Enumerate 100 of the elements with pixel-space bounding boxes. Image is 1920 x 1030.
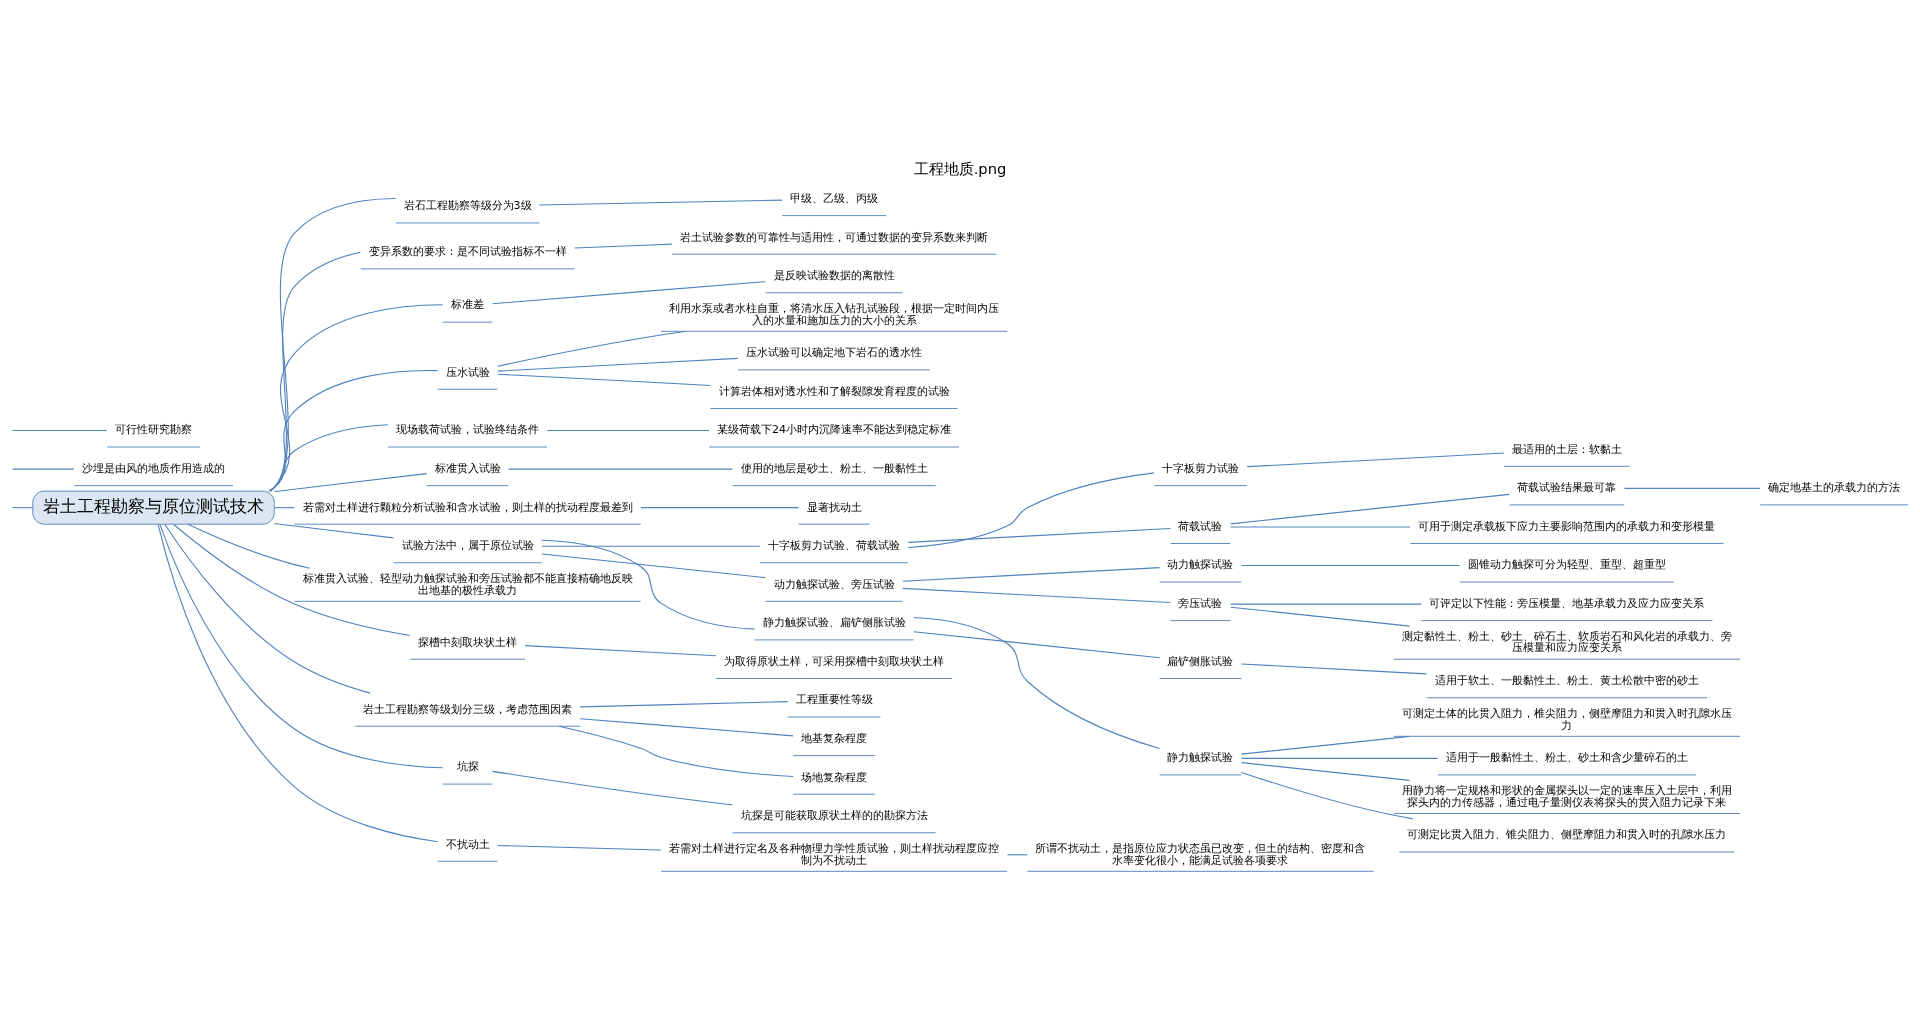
- connector: [172, 523, 411, 637]
- connector: [1230, 603, 1422, 605]
- connector: [1230, 526, 1411, 528]
- node-text: 测定黏性土、粉土、砂土、碎石土、软质岩石和风化岩的承载力、旁压模量和应力应变关系: [1401, 629, 1732, 655]
- connector: [12, 507, 34, 509]
- node-text: 岩土工程勘察等级划分三级，考虑范围因素: [363, 702, 573, 716]
- node-text: 适用于软土、一般黏性土、粉土、黄土松散中密的砂土: [1434, 674, 1699, 688]
- node-text: 为取得原状土样，可采用探槽中刻取块状土样: [724, 654, 945, 668]
- connector: [574, 243, 673, 249]
- connector: [558, 725, 794, 777]
- node-text: 若需对土样进行定名及各种物理力学性质试验，则土样扰动程度应控制为不扰动土: [669, 841, 1000, 867]
- connector: [491, 770, 733, 806]
- connector: [1246, 452, 1505, 468]
- connector: [497, 357, 739, 372]
- node-text: 用静力将一定规格和形状的金属探头以一定的速率压入土层中，利用探头内的力传感器，通过电子量测仪表将探头的贯入阻力记录下来: [1401, 783, 1732, 809]
- node-text: 计算岩体相对透水性和了解裂隙发育程度的试验: [718, 384, 950, 398]
- node-text: 不扰动土: [445, 837, 490, 851]
- node-text: 是反映试验数据的离散性: [773, 269, 895, 283]
- connector: [579, 718, 794, 737]
- node-text: 可行性研究勘察: [115, 423, 193, 437]
- node-text: 十字板剪力试验、荷载试验: [768, 539, 901, 553]
- node-text: 若需对土样进行颗粒分析试验和含水试验，则土样的扰动程度最差到: [302, 500, 633, 514]
- node-text: 最适用的土层：软黏土: [1511, 442, 1622, 456]
- node-text: 压水试验: [445, 365, 490, 379]
- connector: [274, 507, 295, 509]
- connector: [273, 522, 394, 539]
- connector: [164, 523, 371, 694]
- node-text: 标准贯入试验、轻型动力触探试验和旁压试验都不能直接精确地反映出地基的极性承载力: [302, 571, 633, 597]
- connector: [902, 567, 1161, 582]
- node-text: 标准差: [451, 298, 485, 312]
- node-text: 变异系数的要求：是不同试验指标不一样: [368, 245, 567, 259]
- connector: [579, 701, 789, 708]
- node-text: 适用于一般黏性土、粉土、砂土和含少量碎石的土: [1445, 751, 1688, 765]
- node-text: 场地复杂程度: [801, 770, 868, 784]
- connector: [1240, 663, 1428, 675]
- node-text: 所谓不扰动土，是指原位应力状态虽已改变，但土的结构、密度和含水率变化很小，能满足试验各项要求: [1035, 841, 1366, 867]
- node-text: 坑探: [456, 760, 479, 774]
- connector: [12, 468, 75, 470]
- node-text: 沙埋是由风的地质作用造成的: [82, 461, 226, 475]
- node-text: 压水试验可以确定地下岩石的透水性: [746, 346, 923, 360]
- node-text: 某级荷载下24小时内沉降速率不能达到稳定标准: [717, 423, 952, 437]
- node-text: 使用的地层是砂土、粉土、一般黏性土: [740, 461, 928, 475]
- connector: [907, 527, 1171, 543]
- connector: [12, 429, 108, 432]
- connector: [273, 473, 428, 493]
- node-text: 静力触探试验、扁铲侧胀试验: [762, 616, 906, 630]
- node-text: 动力触探试验、旁压试验: [773, 577, 895, 591]
- connector: [541, 545, 761, 547]
- node-text: 可测定比贯入阻力、锥尖阻力、侧壁摩阻力和贯入时的孔隙水压力: [1407, 828, 1727, 842]
- connector: [1006, 854, 1028, 856]
- connector: [159, 523, 444, 769]
- connector: [269, 369, 439, 492]
- node-text: 甲级、乙级、丙级: [790, 191, 879, 205]
- connector: [270, 197, 397, 492]
- node-text: 圆锥动力触探可分为轻型、重型、超重型: [1467, 558, 1666, 572]
- connector: [187, 523, 311, 569]
- node-text: 探槽中刻取块状土样: [418, 635, 518, 649]
- connector: [524, 645, 717, 657]
- connector: [497, 330, 687, 367]
- node-text: 静力触探试验: [1167, 751, 1234, 765]
- connector: [538, 199, 783, 206]
- node-text: 工程重要性等级: [795, 693, 873, 707]
- connector: [1230, 493, 1510, 525]
- node-text: 地基复杂程度: [801, 731, 868, 745]
- node-text: 可用于测定承载板下应力主要影响范围内的承载力和变形模量: [1418, 519, 1716, 533]
- node-box: 岩土工程勘察与原位测试技术: [32, 490, 275, 525]
- connector: [497, 373, 711, 386]
- node-text: 坑探是可能获取原状土样的的勘探方法: [740, 809, 928, 823]
- connector: [497, 844, 662, 851]
- connector: [541, 539, 756, 630]
- node-text: 确定地基土的承载力的方法: [1768, 481, 1901, 495]
- connector: [157, 523, 439, 843]
- node-text: 岩土试验参数的可靠性与适用性，可通过数据的变异系数来判断: [680, 230, 989, 244]
- connector: [1240, 757, 1439, 759]
- node-text: 旁压试验: [1178, 596, 1223, 610]
- node-text: 试验方法中，属于原位试验: [401, 539, 534, 553]
- node-text: 标准贯入试验: [434, 461, 501, 475]
- node-text: 岩石工程勘察等级分为3级: [403, 199, 532, 213]
- node-text: 利用水泵或者水柱自重，将清水压入钻孔试验段，根据一定时间内压入的水量和施加压力的大小的关系: [669, 301, 1000, 327]
- connector: [1240, 735, 1410, 755]
- connector: [541, 553, 766, 579]
- node-text: 荷载试验: [1178, 519, 1223, 533]
- connector: [269, 304, 444, 492]
- node-text: 可评定以下性能：旁压模量、地基承载力及应力应变关系: [1429, 596, 1705, 610]
- connector: [1240, 564, 1461, 567]
- node-text: 显著扰动土: [806, 500, 862, 514]
- connector: [1230, 606, 1411, 627]
- node-text: 动力触探试验: [1167, 558, 1234, 572]
- node-text: 现场载荷试验，试验终结条件: [396, 423, 540, 437]
- connector: [1623, 487, 1761, 489]
- connector: [902, 587, 1171, 604]
- connector: [508, 468, 734, 470]
- connector: [491, 281, 767, 305]
- node-text: 荷载试验结果最可靠: [1517, 481, 1617, 495]
- connector: [640, 507, 800, 509]
- node-text: 十字板剪力试验: [1161, 461, 1239, 475]
- node-text: 扁铲侧胀试验: [1167, 654, 1234, 668]
- connector: [1240, 762, 1410, 781]
- connector: [268, 424, 389, 492]
- connector: [913, 631, 1161, 659]
